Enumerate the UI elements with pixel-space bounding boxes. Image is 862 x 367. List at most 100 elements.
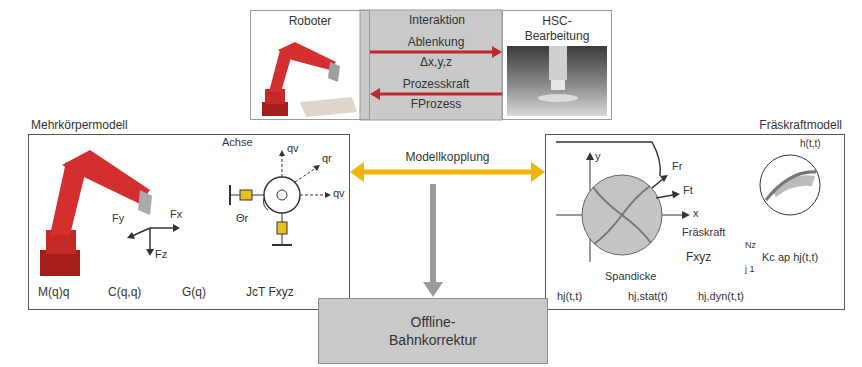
formula-label: Fxyz xyxy=(686,251,711,265)
formula-label: JcT Fxyz xyxy=(246,286,294,300)
force-arrows xyxy=(127,224,180,256)
node-text: HSC-Bearbeitung xyxy=(517,14,597,44)
down-arrow xyxy=(430,184,436,283)
connector-line xyxy=(379,93,502,96)
formula-label: Ft xyxy=(683,184,693,197)
machining-photo xyxy=(507,46,607,116)
robot-picture xyxy=(262,42,357,117)
formula-label: hj,dyn(t,t) xyxy=(698,290,744,303)
milling-sketch xyxy=(672,191,680,199)
multibody-robot-picture xyxy=(40,150,152,276)
machining-photo xyxy=(549,46,567,80)
connector-line xyxy=(370,51,493,54)
force-arrows xyxy=(150,227,174,229)
arrow-head xyxy=(492,46,502,58)
formula-label: Fr xyxy=(672,160,682,173)
formula-label: M(q)q xyxy=(38,286,69,300)
chip-thickness-inset xyxy=(766,172,816,200)
formula-label: y xyxy=(595,150,601,163)
milling-sketch xyxy=(652,179,663,188)
formula-label: G(q) xyxy=(182,286,206,300)
formula-label: qv xyxy=(333,187,345,200)
formula-label: qr xyxy=(322,152,332,165)
axis-symbol xyxy=(325,192,331,198)
axis-symbol xyxy=(295,168,316,182)
axis-symbol xyxy=(300,195,327,196)
formula-label: j 1 xyxy=(745,264,755,274)
formula-label: x xyxy=(693,207,699,220)
node-text: Offline-Bahnkorrektur xyxy=(373,313,493,349)
axis-symbol xyxy=(229,185,231,205)
formula-label: qv xyxy=(287,142,299,155)
axis-symbol xyxy=(264,198,269,210)
node-text: Roboter xyxy=(251,14,369,29)
multibody-robot-picture xyxy=(62,150,150,204)
multibody-robot-picture xyxy=(138,190,152,215)
machining-photo xyxy=(538,94,578,102)
arrow-head xyxy=(531,162,545,182)
chip-thickness-inset xyxy=(760,155,820,215)
connector-line xyxy=(363,170,532,175)
axis-symbol xyxy=(264,177,300,213)
milling-force-model-box: Fräskraftmodell xyxy=(545,134,845,310)
milling-sketch xyxy=(656,195,673,198)
chip-thickness-inset xyxy=(760,155,820,215)
arrow-head xyxy=(370,88,380,100)
path-correction-box: Offline-Bahnkorrektur xyxy=(318,298,548,364)
machining-photo xyxy=(551,80,565,90)
milling-sketch xyxy=(622,186,650,215)
edge-label: Prozesskraft FProzess xyxy=(397,74,475,114)
axis-symbol xyxy=(313,165,320,171)
axis-symbol xyxy=(282,154,283,177)
edge-label: Modellkopplung xyxy=(405,150,489,165)
down-arrow xyxy=(423,282,443,297)
node-text: Interaktion xyxy=(360,13,514,28)
formula-label: hj(t,t) xyxy=(557,290,582,303)
formula-label: Fz xyxy=(155,248,167,261)
formula-label: Θr xyxy=(236,212,248,225)
edge-label: Ablenkung Δx,y,z xyxy=(397,32,475,72)
axis-symbol xyxy=(272,244,292,246)
formula-label: Nz xyxy=(745,240,756,250)
formula-label: Fy xyxy=(112,212,124,225)
formula-label: Fräskraft xyxy=(682,226,725,239)
machining-box: HSC-Bearbeitung xyxy=(502,10,612,120)
robot-box: Roboter xyxy=(250,10,370,120)
robot-picture xyxy=(278,42,336,70)
axis-symbol xyxy=(279,150,285,156)
milling-sketch xyxy=(556,142,660,176)
arrow-head xyxy=(350,162,364,182)
formula-label: Achse xyxy=(222,136,253,149)
force-arrows xyxy=(146,249,154,256)
formula-label: C(q,q) xyxy=(108,286,141,300)
axis-symbol xyxy=(277,190,287,200)
robot-picture xyxy=(300,97,357,117)
multibody-model-box: Mehrkörpermodell xyxy=(28,134,350,310)
axis-symbol xyxy=(277,222,287,234)
milling-sketch xyxy=(586,152,594,160)
formula-label: Fx xyxy=(170,208,182,221)
force-arrows xyxy=(173,224,180,232)
robot-picture xyxy=(262,102,288,116)
milling-sketch xyxy=(622,215,651,243)
milling-sketch xyxy=(682,211,690,219)
force-arrows xyxy=(127,232,135,239)
axis-symbol xyxy=(230,150,331,245)
down-arrow xyxy=(423,184,443,297)
connector-arrow xyxy=(350,162,545,182)
machining-photo xyxy=(507,46,607,116)
axis-symbol xyxy=(240,190,252,200)
milling-sketch xyxy=(593,187,622,215)
formula-label: h(t,t) xyxy=(800,138,821,150)
milling-sketch xyxy=(556,142,690,262)
force-arrows xyxy=(149,228,151,250)
formula-label: Spandicke xyxy=(605,270,656,283)
force-arrows xyxy=(132,228,150,236)
formula-label: Kc ap hj(t,t) xyxy=(762,251,818,264)
robot-picture xyxy=(328,62,340,82)
milling-sketch xyxy=(594,215,622,244)
milling-sketch xyxy=(582,175,662,255)
milling-sketch xyxy=(660,175,668,182)
formula-label: hj,stat(t) xyxy=(628,290,668,303)
